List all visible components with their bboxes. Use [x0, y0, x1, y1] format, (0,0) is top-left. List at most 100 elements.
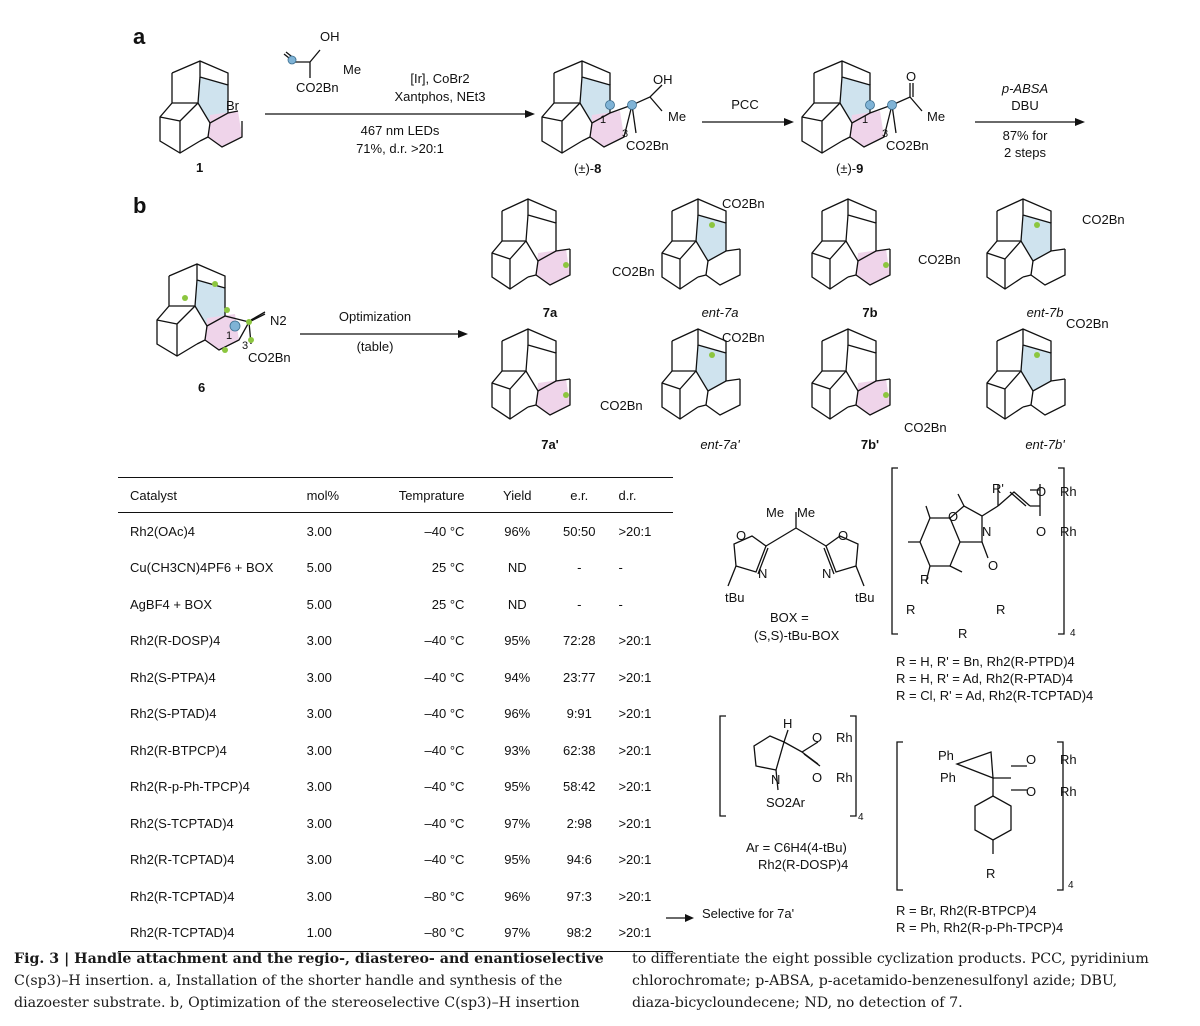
cell-temp: 25 °C [431, 560, 465, 576]
cell-yield: 95% [504, 852, 531, 868]
cond3-line1: p-ABSA [1001, 81, 1049, 96]
dosp-n: N [771, 772, 781, 787]
cond1-below2: 71%, d.r. >20:1 [356, 141, 444, 156]
product-label: ent-7a' [700, 437, 740, 452]
cell-mol: 3.00 [306, 888, 332, 904]
cell-catalyst: Cu(CH3CN)4PF6 + BOX [130, 560, 274, 576]
btpcp-ph-1: Ph [938, 748, 954, 763]
dosp-legend-1: Ar = C6H4(4-tBu) [746, 840, 847, 855]
cell-catalyst: Rh2(R-DOSP)4 [130, 633, 221, 649]
caption-left-line-2: C(sp3)–H insertion. a, Installation of t… [14, 973, 563, 989]
dosp-o-1: O [812, 730, 823, 745]
compound-9-pos3: 3 [882, 128, 889, 140]
panel-b-label: b [133, 193, 147, 218]
ptad-rh-1: Rh [1060, 484, 1077, 499]
cage-skeleton-icon [811, 328, 891, 420]
cell-catalyst: Rh2(R-TCPTAD)4 [118, 914, 295, 952]
dosp-legend-2: Rh2(R-DOSP)4 [758, 857, 849, 872]
compound-8-co2bn: CO2Bn [626, 138, 669, 153]
allene-reagent [280, 40, 370, 100]
header-dr: d.r. [606, 477, 673, 513]
product-co2bn: CO2Bn [1082, 212, 1125, 227]
cell-temp: –40 °C [424, 852, 465, 868]
compound-8-label: (±)-8 [574, 160, 601, 178]
compound-8-oh: OH [653, 72, 673, 87]
product-structure [810, 195, 930, 295]
cell-yield: ND [507, 560, 527, 576]
header-er: e.r. [540, 477, 607, 513]
caption-left: Fig. 3 | Handle attachment and the regio… [14, 948, 614, 1014]
compound-8-me: Me [668, 109, 687, 124]
cell-dr: >20:1 [618, 669, 652, 685]
cond3-below1: 87% for [1002, 128, 1048, 143]
arrow-a1 [265, 106, 535, 118]
ptad-r-4: R [996, 602, 1006, 617]
box-o-1: O [736, 528, 747, 543]
btpcp-ligand-structure [895, 738, 1075, 898]
box-me-2: Me [797, 505, 816, 520]
cell-catalyst: Rh2(R-BTPCP)4 [130, 742, 227, 758]
cell-temp: –40 °C [424, 633, 465, 649]
cell-mol: 3.00 [306, 706, 332, 722]
product-co2bn: CO2Bn [904, 420, 947, 435]
product-label: 7a [542, 305, 558, 320]
box-n-1: N [758, 566, 768, 581]
caption-right-line-3: diaza-bicycloundecene; ND, no detection … [632, 995, 963, 1011]
compound-9-number: 9 [856, 161, 864, 176]
cell-temp: –40 °C [424, 815, 465, 831]
btpcp-rh-1: Rh [1060, 752, 1077, 767]
substrate-6-label: 6 [198, 380, 206, 395]
btpcp-legend-1: R = Br, Rh2(R-BTPCP)4 [896, 903, 1037, 918]
dosp-h: H [783, 716, 793, 731]
compound-8-pos1: 1 [600, 114, 607, 126]
cage-skeleton-icon [986, 328, 1066, 420]
product-label: 7b [862, 305, 878, 320]
cell-er: 98:2 [540, 914, 607, 952]
cell-dr: >20:1 [618, 852, 652, 868]
cell-temp: –80 °C [368, 914, 483, 952]
cell-dr: >20:1 [618, 888, 652, 904]
product-co2bn: CO2Bn [722, 330, 765, 345]
cond1-line1: [Ir], CoBr2 [410, 71, 470, 86]
compound-8-number: 8 [594, 161, 602, 176]
cell-mol: 5.00 [306, 560, 332, 576]
substrate-6-n2: N2 [270, 313, 287, 328]
dosp-rh-1: Rh [836, 730, 853, 745]
substrate-6-co2bn: CO2Bn [248, 350, 291, 365]
cell-er: 23:77 [562, 669, 596, 685]
ptad-r-1: R [920, 572, 930, 587]
cell-yield: ND [507, 596, 527, 612]
cage-skeleton-icon [491, 198, 571, 290]
cage-skeleton-icon [986, 198, 1066, 290]
cell-dr: - [618, 560, 623, 576]
table-header-row: Catalyst mol% Temprature Yield e.r. d.r. [118, 477, 673, 513]
cell-temp: –80 °C [424, 888, 465, 904]
cell-mol: 3.00 [306, 742, 332, 758]
box-n-2: N [822, 566, 832, 581]
cell-catalyst: Rh2(S-PTPA)4 [130, 669, 216, 685]
compound-1-structure [150, 55, 260, 165]
cell-er: 62:38 [562, 742, 596, 758]
compound-9-pos1: 1 [862, 114, 869, 126]
dosp-so2ar: SO2Ar [766, 795, 806, 810]
header-catalyst: Catalyst [118, 477, 295, 513]
product-structure [660, 195, 780, 295]
cell-catalyst: Rh2(S-TCPTAD)4 [130, 815, 234, 831]
ptad-rh-2: Rh [1060, 524, 1077, 539]
cond1-line2: Xantphos, NEt3 [394, 89, 486, 104]
cage-skeleton-icon [159, 60, 243, 154]
box-ligand-structure [706, 498, 886, 618]
cell-dr: >20:1 [618, 815, 652, 831]
cell-yield: 95% [504, 633, 531, 649]
ptad-r-3: R [958, 626, 968, 641]
cond2-pcc: PCC [731, 97, 759, 112]
caption-left-line-1: Fig. 3 | Handle attachment and the regio… [14, 951, 604, 967]
substrate-6-pos1: 1 [226, 330, 233, 342]
cell-temp: 25 °C [431, 596, 465, 612]
cell-er: - [577, 596, 582, 612]
